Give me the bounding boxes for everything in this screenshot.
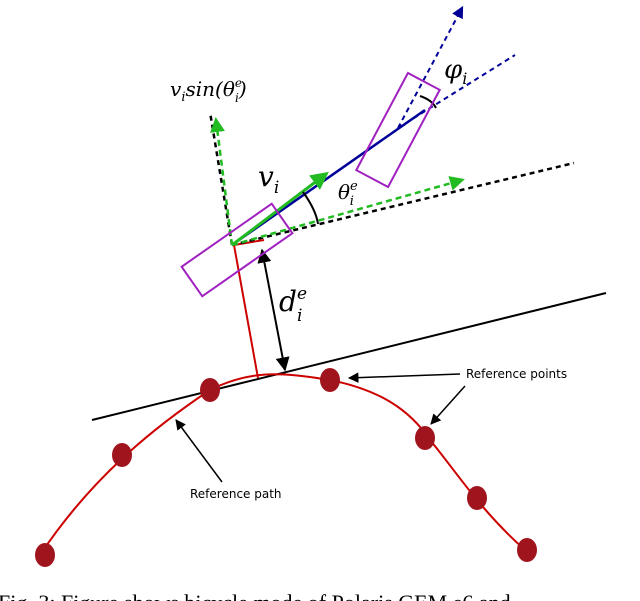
reference-points [35,368,537,567]
front-wheel-box [354,71,442,189]
figure-caption: Fig. 3: Figure shows bicycle mode of Pol… [0,590,511,601]
reference-path-label: Reference path [190,487,282,501]
reference-point [35,543,55,567]
steering-arrow [397,5,464,129]
tangent-line [91,292,607,421]
distance-arrow [257,248,290,372]
phi-angle-arc [419,95,437,109]
reference-point [517,538,537,562]
theta-angle-arc [302,191,319,225]
phi-label: φi [444,55,467,88]
horizontal-dotted-axis [231,161,575,247]
velocity-lateral-component [210,117,234,246]
v-label: vi [258,160,279,198]
rear-wheel-box [180,202,294,298]
reference-point [467,486,487,510]
velocity-vector [231,171,329,247]
reference-path-arrow [175,419,223,483]
perpendicular-red-line [233,244,259,379]
reference-path-curve [39,373,526,556]
reference-points-arrow [347,372,461,383]
reference-point [320,368,340,392]
reference-points-arrow-2 [430,385,466,425]
reference-point [112,443,132,467]
perpendicular-red-line-2 [233,239,265,246]
reference-point [415,426,435,450]
reference-points-label: Reference points [466,367,567,381]
reference-point [200,378,220,402]
